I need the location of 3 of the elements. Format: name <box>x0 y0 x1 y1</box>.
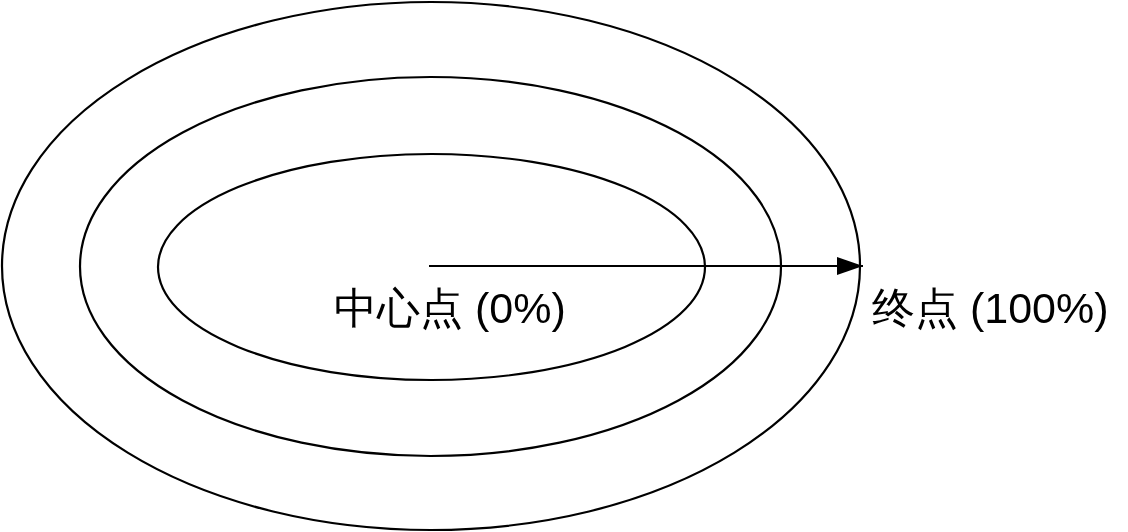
point-label: 中心点 (0%) <box>334 284 566 332</box>
point-label: 终点 (100%) <box>872 284 1109 332</box>
arrow <box>428 257 864 275</box>
